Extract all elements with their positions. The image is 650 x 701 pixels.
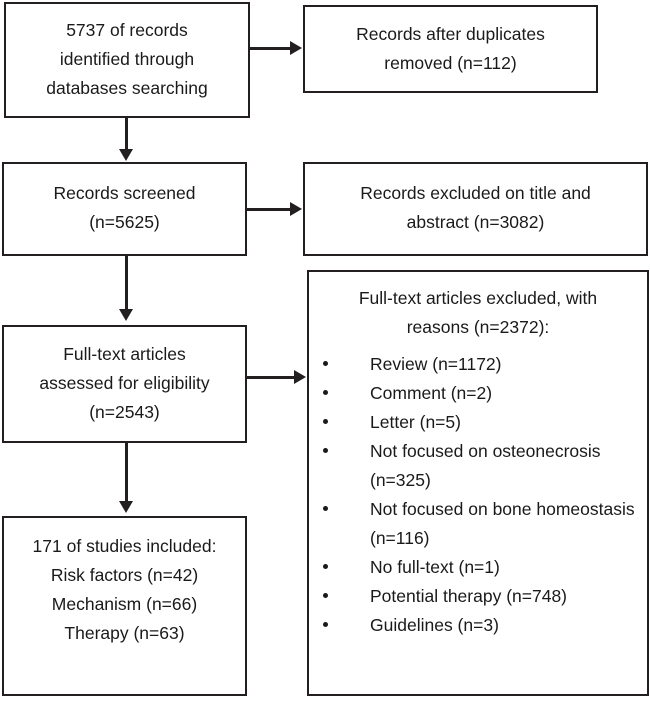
bullet-dot-icon	[323, 593, 328, 598]
box-records-after-duplicates-removed-text: Records after duplicates removed (n=112)	[356, 24, 545, 73]
exclusion-reason-item: Guidelines (n=3)	[309, 611, 647, 640]
exclusion-reason-label: Guidelines (n=3)	[370, 615, 499, 635]
exclusion-reason-label: Letter (n=5)	[370, 412, 461, 432]
exclusion-reason-item: Potential therapy (n=748)	[309, 582, 647, 611]
exclusion-reason-item: Letter (n=5)	[309, 408, 647, 437]
box-studies-included: 171 of studies included: Risk factors (n…	[2, 516, 247, 696]
exclusion-reason-item: Review (n=1172)	[309, 350, 647, 379]
exclusion-reason-label: No full-text (n=1)	[370, 557, 500, 577]
bullet-dot-icon	[323, 564, 328, 569]
connector-identified-to-screened	[125, 118, 128, 152]
box-records-excluded-title-abstract-text: Records excluded on title and abstract (…	[360, 183, 591, 232]
arrow-head-screened-to-excluded	[290, 202, 302, 216]
bullet-dot-icon	[323, 419, 328, 424]
bullet-dot-icon	[323, 361, 328, 366]
box-records-screened: Records screened (n=5625)	[2, 162, 247, 256]
bullet-dot-icon	[323, 506, 328, 511]
exclusion-reason-label: Not focused on bone homeostasis (n=116)	[370, 499, 635, 548]
box-fulltext-articles-excluded-with-reasons: Full-text articles excluded, with reason…	[307, 270, 649, 696]
exclusion-reasons-list: Review (n=1172) Comment (n=2) Letter (n=5)…	[309, 350, 647, 640]
exclusion-reasons-heading: Full-text articles excluded, with reason…	[358, 288, 598, 337]
bullet-dot-icon	[323, 390, 328, 395]
arrow-head-screened-to-fulltext	[119, 309, 133, 321]
arrow-head-fulltext-to-included	[119, 501, 133, 513]
connector-screened-to-fulltext	[125, 256, 128, 311]
exclusion-reason-label: Potential therapy (n=748)	[370, 586, 568, 606]
connector-identified-to-duplicates	[250, 47, 292, 50]
arrow-head-identified-to-duplicates	[290, 41, 302, 55]
connector-fulltext-to-reasons	[246, 376, 296, 379]
box-fulltext-articles-assessed-text: Full-text articles assessed for eligibil…	[39, 344, 210, 422]
exclusion-reason-item: Not focused on bone homeostasis (n=116)	[309, 495, 647, 553]
exclusion-reason-item: Comment (n=2)	[309, 379, 647, 408]
arrow-head-identified-to-screened	[119, 149, 133, 161]
exclusion-reason-item: Not focused on osteonecrosis (n=325)	[309, 437, 647, 495]
bullet-dot-icon	[323, 622, 328, 627]
exclusion-reason-label: Not focused on osteonecrosis (n=325)	[370, 441, 601, 490]
bullet-dot-icon	[323, 448, 328, 453]
box-fulltext-articles-assessed: Full-text articles assessed for eligibil…	[2, 325, 247, 443]
exclusion-reason-label: Comment (n=2)	[370, 383, 493, 403]
box-records-identified: 5737 of records identified through datab…	[4, 2, 250, 118]
exclusion-reason-item: No full-text (n=1)	[309, 553, 647, 582]
arrow-head-fulltext-to-reasons	[294, 370, 306, 384]
box-records-identified-text: 5737 of records identified through datab…	[46, 20, 208, 98]
exclusion-reason-label: Review (n=1172)	[370, 354, 502, 374]
connector-fulltext-to-included	[125, 443, 128, 503]
connector-screened-to-excluded	[247, 208, 292, 211]
box-studies-included-text: 171 of studies included: Risk factors (n…	[32, 536, 217, 643]
box-records-excluded-title-abstract: Records excluded on title and abstract (…	[303, 162, 648, 256]
box-records-screened-text: Records screened (n=5625)	[53, 183, 196, 232]
box-records-after-duplicates-removed: Records after duplicates removed (n=112)	[303, 5, 598, 93]
